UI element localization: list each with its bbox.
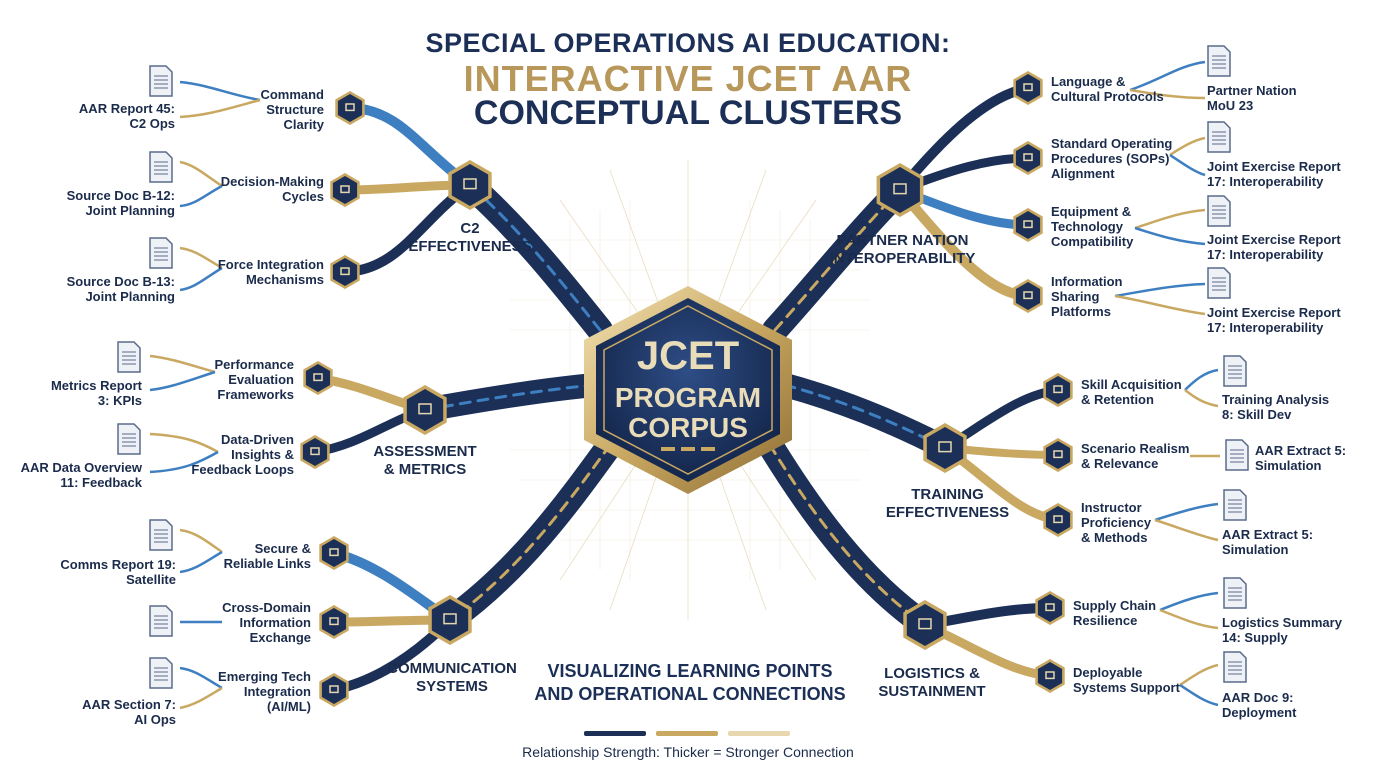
cluster-label-partner[interactable]: PARTNER NATION INTEROPERABILITY bbox=[829, 232, 976, 267]
center-emblem bbox=[584, 286, 792, 494]
center-label-line-3: CORPUS bbox=[628, 412, 748, 443]
concept-decision-cycles[interactable]: Decision-Making Cycles bbox=[220, 174, 324, 204]
bar-chart-icon[interactable] bbox=[403, 385, 447, 435]
document-icon[interactable] bbox=[117, 423, 141, 455]
center-label-line-2: PROGRAM bbox=[614, 382, 762, 413]
document-icon[interactable] bbox=[1223, 355, 1247, 387]
document-icon[interactable] bbox=[149, 605, 173, 637]
document-icon[interactable] bbox=[1207, 121, 1231, 153]
document-icon[interactable] bbox=[1223, 577, 1247, 609]
concept-supply-chain[interactable]: Supply Chain Resilience bbox=[1073, 598, 1157, 628]
graduation-cap-icon[interactable] bbox=[923, 423, 967, 473]
document-icon[interactable] bbox=[1207, 45, 1231, 77]
concept-data-driven[interactable]: Data-Driven Insights & Feedback Loops bbox=[191, 432, 294, 477]
doc-aar45[interactable]: AAR Report 45: C2 Ops bbox=[78, 101, 175, 131]
concept-icon[interactable] bbox=[319, 536, 349, 570]
doc-aar11[interactable]: AAR Data Overview 11: Feedback bbox=[20, 460, 142, 490]
doc-b13[interactable]: Source Doc B-13: Joint Planning bbox=[66, 274, 175, 304]
concept-icon[interactable] bbox=[1013, 71, 1043, 105]
concept-icon[interactable] bbox=[330, 255, 360, 289]
concept-secure-links[interactable]: Secure & Reliable Links bbox=[223, 541, 311, 571]
concept-icon[interactable] bbox=[319, 673, 349, 707]
concept-skill-acquisition[interactable]: Skill Acquisition & Retention bbox=[1081, 377, 1182, 407]
diagram-subtitle: VISUALIZING LEARNING POINTS AND OPERATIO… bbox=[534, 661, 846, 704]
doc-ae5-a[interactable]: AAR Extract 5: Simulation bbox=[1255, 443, 1347, 473]
legend-swatches bbox=[584, 731, 790, 736]
concept-emerging-tech[interactable]: Emerging Tech Integration (AI/ML) bbox=[218, 669, 311, 714]
title-line-1: SPECIAL OPERATIONS AI EDUCATION: bbox=[425, 28, 951, 58]
concept-icon[interactable] bbox=[1043, 438, 1073, 472]
cluster-label-assessment[interactable]: ASSESSMENT & METRICS bbox=[373, 443, 477, 478]
doc-comms19[interactable]: Comms Report 19: Satellite bbox=[60, 557, 176, 587]
cluster-label-training[interactable]: TRAINING EFFECTIVENESS bbox=[885, 486, 1010, 521]
doc-ae5-b[interactable]: AAR Extract 5: Simulation bbox=[1222, 527, 1314, 557]
doc-ad9[interactable]: AAR Doc 9: Deployment bbox=[1222, 690, 1297, 720]
concept-icon[interactable] bbox=[1013, 208, 1043, 242]
cluster-label-comms[interactable]: COMMUNICATION SYSTEMS bbox=[387, 660, 517, 695]
concept-icon[interactable] bbox=[300, 435, 330, 469]
document-icon[interactable] bbox=[149, 657, 173, 689]
concept-icon[interactable] bbox=[1035, 591, 1065, 625]
document-icon[interactable] bbox=[149, 519, 173, 551]
concept-cross-domain[interactable]: Cross-Domain Information Exchange bbox=[222, 600, 311, 645]
doc-metrics3[interactable]: Metrics Report 3: KPIs bbox=[50, 378, 142, 408]
legend-swatch-strong bbox=[584, 731, 646, 736]
document-icon[interactable] bbox=[149, 237, 173, 269]
doc-b12[interactable]: Source Doc B-12: Joint Planning bbox=[66, 188, 175, 218]
doc-aar7[interactable]: AAR Section 7: AI Ops bbox=[82, 697, 176, 727]
document-icon[interactable] bbox=[1207, 267, 1231, 299]
concept-instructor[interactable]: Instructor Proficiency & Methods bbox=[1081, 500, 1152, 545]
concept-icon[interactable] bbox=[330, 173, 360, 207]
center-label-line-1: JCET bbox=[636, 334, 740, 378]
concept-force-integration[interactable]: Force Integration Mechanisms bbox=[217, 257, 324, 287]
doc-jer17-b[interactable]: Joint Exercise Report 17: Interoperabili… bbox=[1207, 232, 1341, 262]
concept-icon[interactable] bbox=[303, 361, 333, 395]
document-icon[interactable] bbox=[1223, 489, 1247, 521]
concept-icon[interactable] bbox=[1013, 141, 1043, 175]
document-icon[interactable] bbox=[1223, 651, 1247, 683]
concept-icon[interactable] bbox=[1043, 503, 1073, 537]
concept-icon[interactable] bbox=[1035, 659, 1065, 693]
concept-command-structure[interactable]: Command Structure Clarity bbox=[260, 87, 324, 132]
doc-jer17-c[interactable]: Joint Exercise Report 17: Interoperabili… bbox=[1207, 305, 1341, 335]
document-icon[interactable] bbox=[117, 341, 141, 373]
concept-deployable[interactable]: Deployable Systems Support bbox=[1073, 665, 1180, 695]
concept-icon[interactable] bbox=[319, 605, 349, 639]
legend-swatch-light bbox=[728, 731, 790, 736]
concept-performance-eval[interactable]: Performance Evaluation Frameworks bbox=[214, 357, 294, 402]
cluster-label-c2[interactable]: C2 EFFECTIVENESS bbox=[408, 220, 532, 255]
doc-mou23[interactable]: Partner Nation MoU 23 bbox=[1207, 83, 1297, 113]
title-line-3: CONCEPTUAL CLUSTERS bbox=[473, 94, 903, 132]
concept-equipment[interactable]: Equipment & Technology Compatibility bbox=[1051, 204, 1134, 249]
doc-ls14[interactable]: Logistics Summary 14: Supply bbox=[1222, 615, 1342, 645]
document-icon[interactable] bbox=[149, 151, 173, 183]
document-icon[interactable] bbox=[1207, 195, 1231, 227]
concept-icon[interactable] bbox=[335, 91, 365, 125]
legend-caption: Relationship Strength: Thicker = Stronge… bbox=[522, 744, 854, 760]
cluster-label-logistics[interactable]: LOGISTICS & SUSTAINMENT bbox=[878, 665, 986, 700]
doc-ta8[interactable]: Training Analysis 8: Skill Dev bbox=[1222, 392, 1330, 422]
legend-swatch-medium bbox=[656, 731, 718, 736]
document-icon[interactable] bbox=[149, 65, 173, 97]
document-links bbox=[149, 60, 1220, 710]
concept-icon[interactable] bbox=[1043, 373, 1073, 407]
concept-icon[interactable] bbox=[1013, 279, 1043, 313]
concept-language[interactable]: Language & Cultural Protocols bbox=[1051, 74, 1164, 104]
doc-jer17-a[interactable]: Joint Exercise Report 17: Interoperabili… bbox=[1207, 159, 1341, 189]
concept-scenario[interactable]: Scenario Realism & Relevance bbox=[1081, 441, 1190, 471]
warehouse-icon[interactable] bbox=[903, 600, 947, 650]
network-people-icon[interactable] bbox=[876, 163, 924, 217]
concept-sops[interactable]: Standard Operating Procedures (SOPs) Ali… bbox=[1051, 136, 1173, 181]
chat-phone-icon[interactable] bbox=[428, 595, 472, 645]
concept-info-sharing[interactable]: Information Sharing Platforms bbox=[1051, 274, 1123, 319]
title-line-2: INTERACTIVE JCET AAR bbox=[463, 58, 913, 99]
document-icon[interactable] bbox=[1225, 439, 1249, 471]
org-chart-icon[interactable] bbox=[448, 160, 492, 210]
